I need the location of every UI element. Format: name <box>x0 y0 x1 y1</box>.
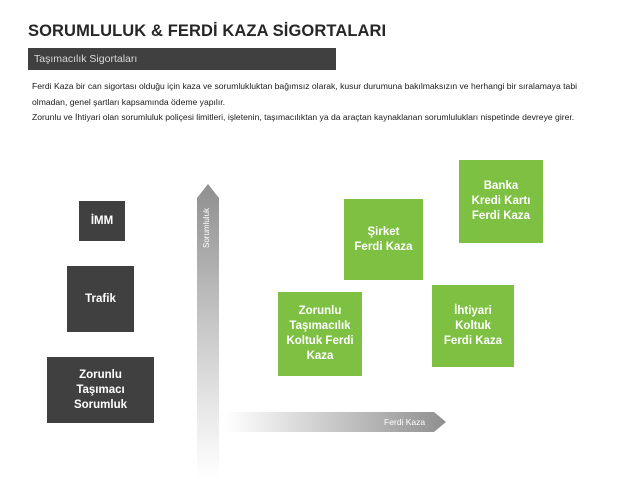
banka-kredi-karti-ferdi-kaza-box: Banka Kredi Kartı Ferdi Kaza <box>459 160 543 243</box>
zorunlu-tasimacilik-koltuk-ferdi-kaza-box: Zorunlu Taşımacılık Koltuk Ferdi Kaza <box>278 292 362 376</box>
description-line-2: Zorunlu ve İhtiyari olan sorumluluk poli… <box>32 112 575 122</box>
horizontal-axis-arrow <box>225 412 446 432</box>
sirket-ferdi-kaza-box: Şirket Ferdi Kaza <box>344 199 423 280</box>
description-text: Ferdi Kaza bir can sigortası olduğu için… <box>32 79 612 126</box>
horizontal-axis-label: Ferdi Kaza <box>384 417 426 427</box>
ihtiyari-koltuk-ferdi-kaza-box: İhtiyari Koltuk Ferdi Kaza <box>432 285 514 367</box>
vertical-axis-arrow <box>197 184 219 478</box>
zorunlu-tasimaci-sorumluk-box: Zorunlu Taşımacı Sorumluk <box>47 357 154 423</box>
page-title: SORUMLULUK & FERDİ KAZA SİGORTALARI <box>28 22 387 40</box>
vertical-axis-label: Sorumluluk <box>202 207 211 248</box>
description-line-1: Ferdi Kaza bir can sigortası olduğu için… <box>32 81 578 107</box>
imm-box: İMM <box>79 201 125 241</box>
trafik-box: Trafik <box>67 266 134 332</box>
section-subtitle-bar: Taşımacılık Sigortaları <box>28 48 336 70</box>
